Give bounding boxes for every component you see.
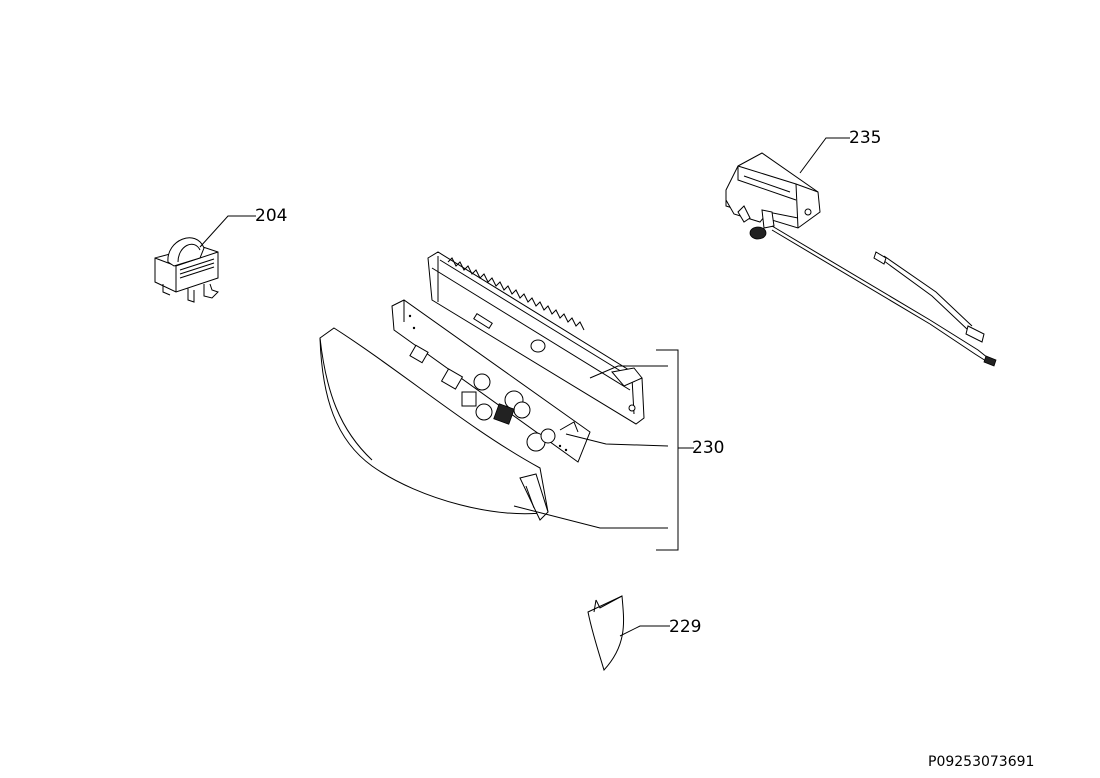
leader-line-230a — [589, 365, 668, 379]
leader-line-230c — [513, 505, 668, 529]
callout-235: 235 — [849, 128, 881, 148]
part-230-control-panel[interactable] — [319, 251, 645, 521]
drawing-code: P09253073691 — [928, 754, 1034, 770]
part-229-cover[interactable] — [587, 595, 625, 671]
leader-line-235 — [799, 137, 850, 174]
callout-229: 229 — [669, 617, 701, 637]
leader-line-204 — [199, 215, 256, 248]
callout-230: 230 — [692, 438, 724, 458]
leader-line-230b — [565, 433, 669, 447]
part-204-switch[interactable] — [154, 237, 219, 303]
leader-line-229 — [619, 625, 670, 637]
bracket-230 — [656, 349, 679, 551]
callout-204: 204 — [255, 206, 287, 226]
part-235-module[interactable] — [725, 152, 997, 367]
